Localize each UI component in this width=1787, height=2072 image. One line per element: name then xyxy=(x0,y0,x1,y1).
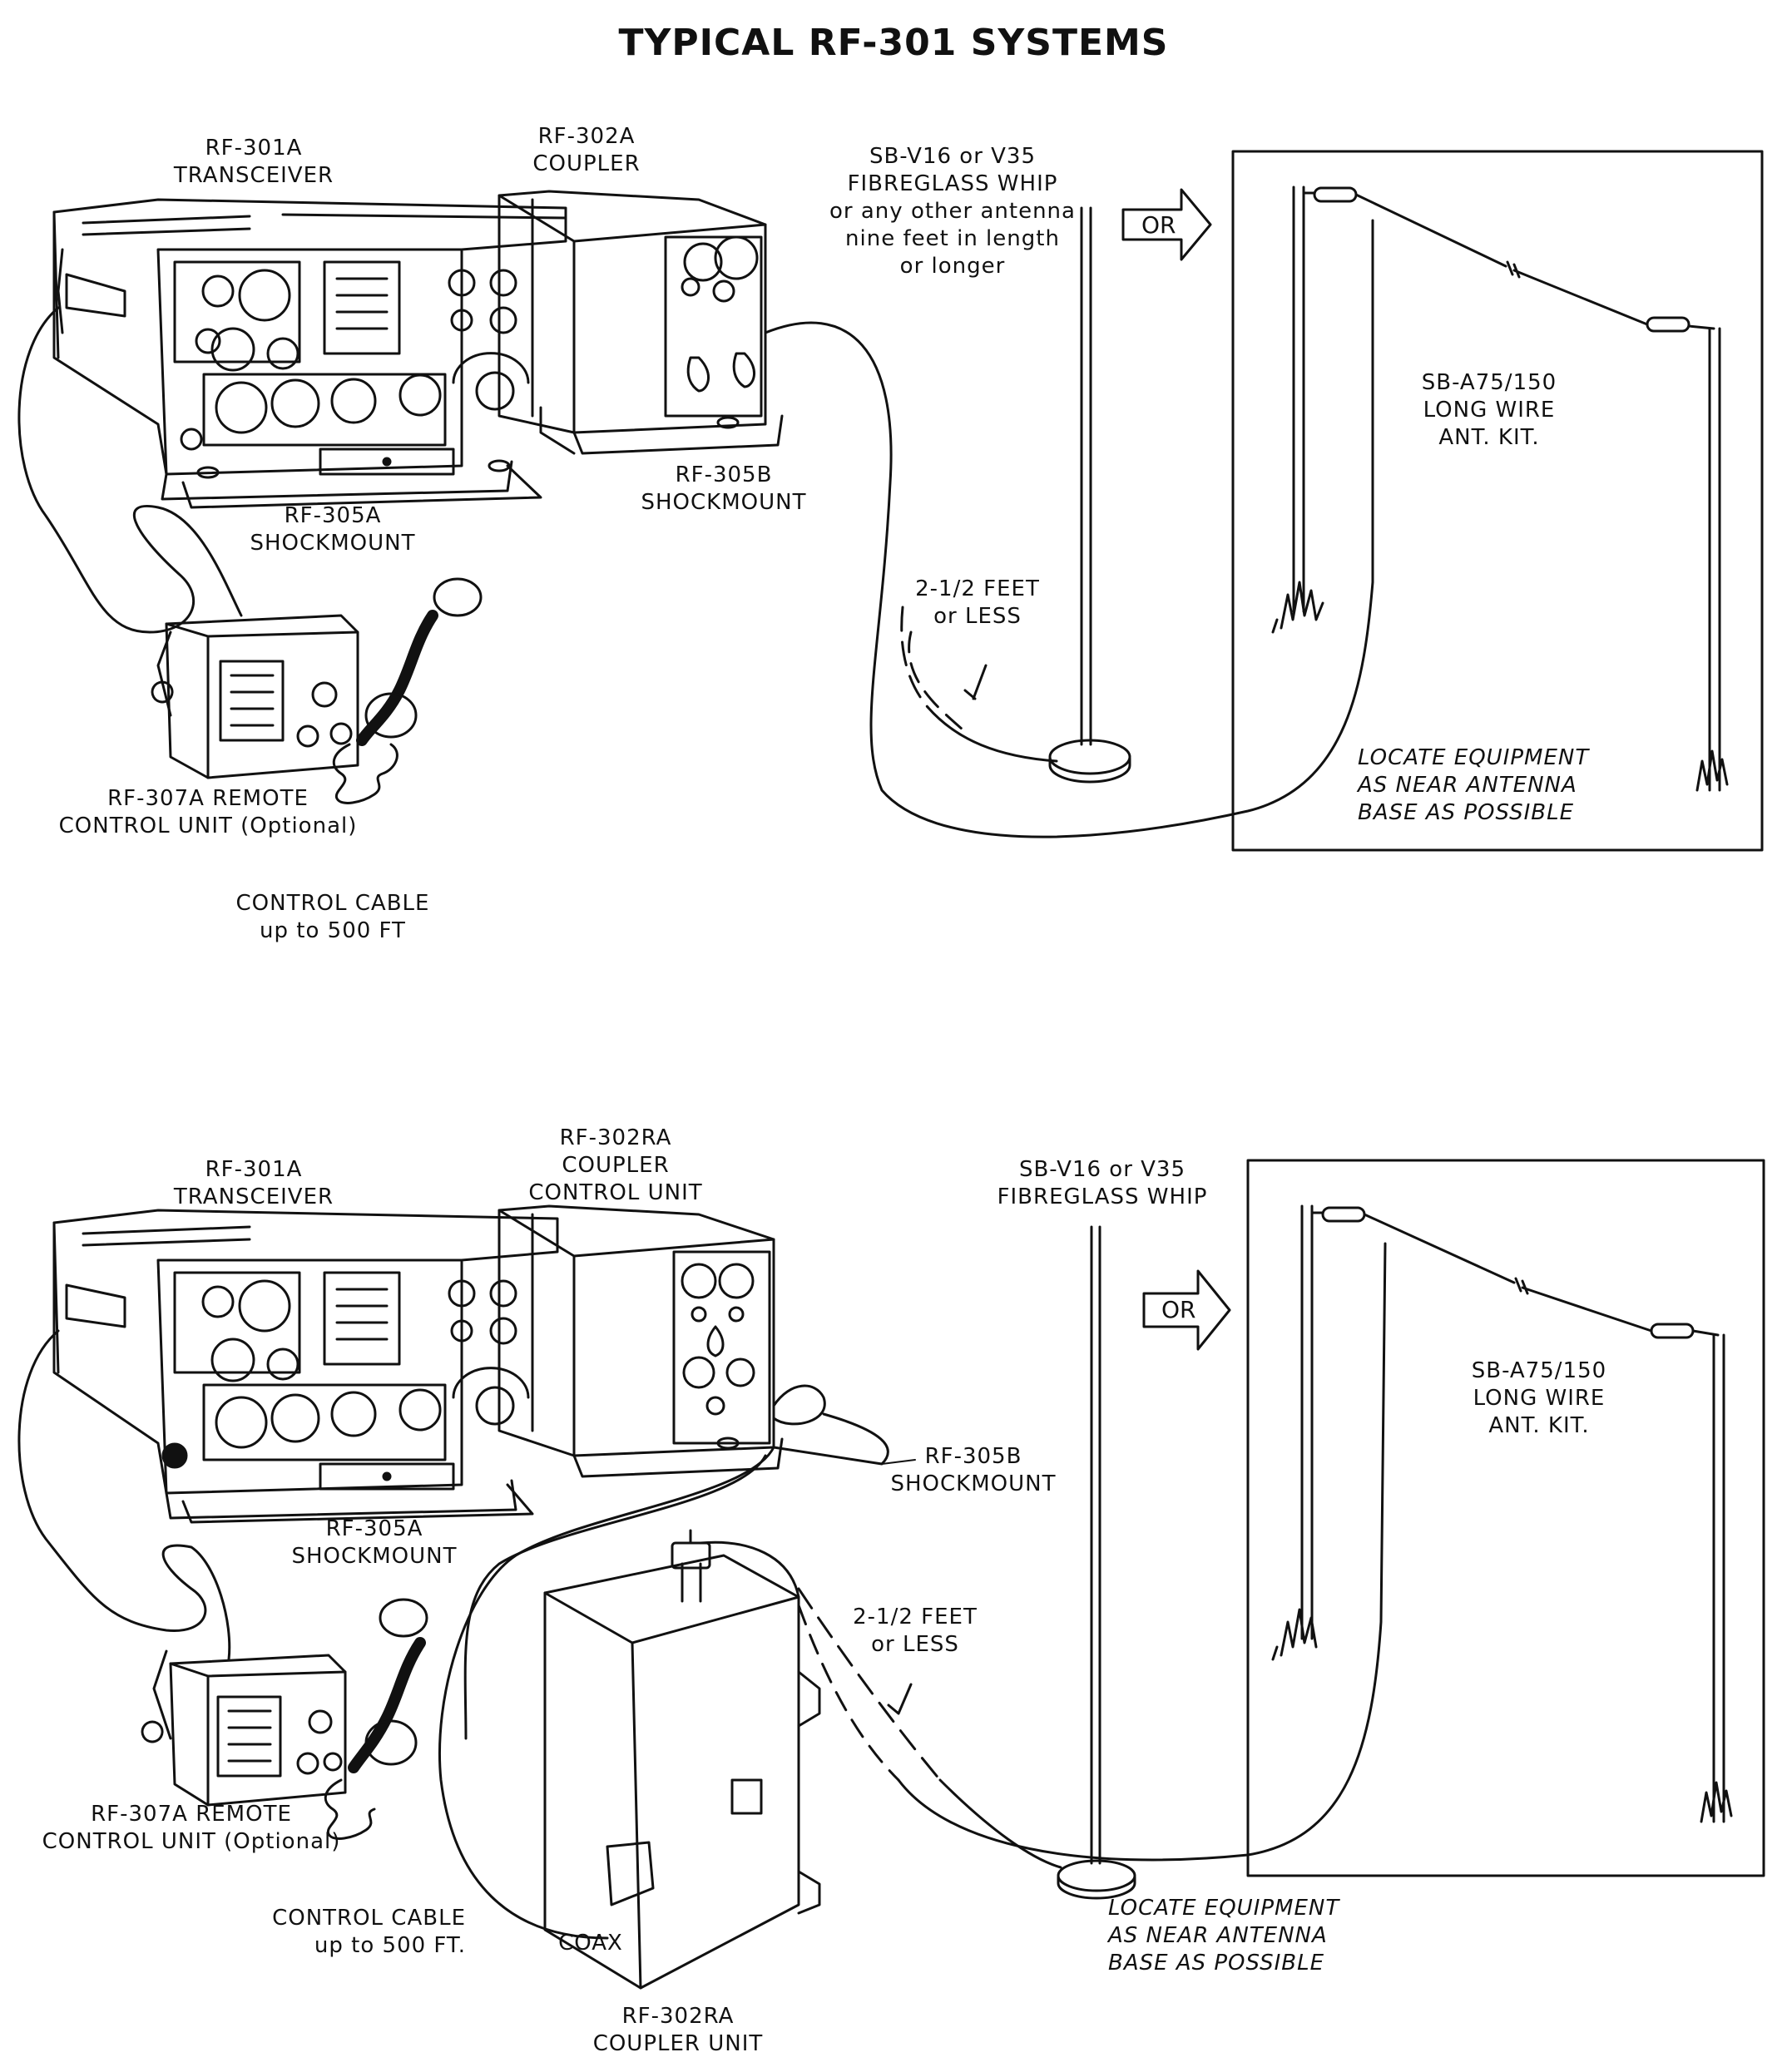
or-arrow-2 xyxy=(1142,1269,1231,1351)
cable-coupler-to-longwire-1 xyxy=(764,219,1374,838)
longwire-box-1 xyxy=(1231,150,1764,852)
or-label-1: OR xyxy=(1141,211,1176,239)
coupler-unit-2-illustration xyxy=(543,1529,821,1990)
coax-cable-2 xyxy=(438,1446,775,1940)
remote-unit-1 xyxy=(151,577,483,804)
longwire-box-2 xyxy=(1246,1159,1765,1877)
longwire-antenna-2 xyxy=(1271,1204,1733,1823)
control-cable-1 xyxy=(17,306,243,634)
cable-coupler-to-whip-2 xyxy=(938,1778,1062,1869)
control-cable-2 xyxy=(17,1329,231,1661)
or-label-2: OR xyxy=(1161,1296,1196,1323)
coax-label: COAX xyxy=(558,1931,623,1956)
whip-antenna-1 xyxy=(1048,206,1131,784)
whip-antenna-2 xyxy=(1057,1225,1136,1900)
remote-unit-2 xyxy=(141,1598,428,1840)
transceiver-2-illustration xyxy=(52,1209,559,1524)
transceiver-1-illustration xyxy=(52,198,567,509)
page-title: TYPICAL RF-301 SYSTEMS xyxy=(618,22,1169,64)
or-arrow-1 xyxy=(1121,188,1212,261)
longwire-antenna-1 xyxy=(1271,185,1729,792)
coupler-control-2-illustration xyxy=(497,1204,826,1478)
cable-coupler-to-whip-1 xyxy=(926,705,1058,763)
coupler-1-illustration xyxy=(497,190,784,455)
